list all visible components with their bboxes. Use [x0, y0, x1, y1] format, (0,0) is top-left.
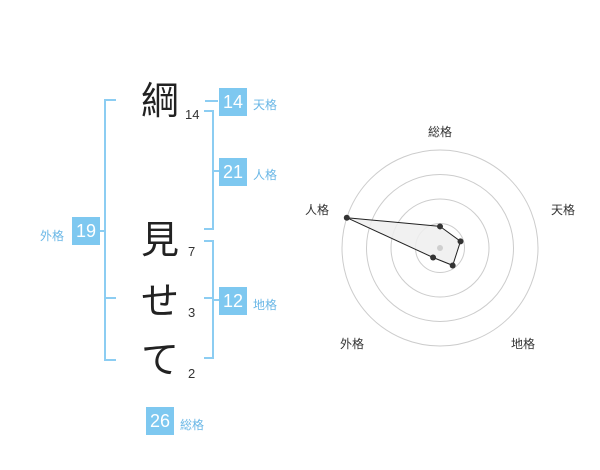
gaikaku-badge: 19 — [72, 217, 100, 245]
radar-ring — [366, 174, 514, 322]
radar-point-0 — [437, 223, 443, 230]
radar-polygon — [346, 217, 462, 267]
chikaku-label: 地格 — [253, 298, 278, 312]
stroke-count-2: 7 — [188, 244, 196, 259]
radar-point-1 — [457, 238, 464, 245]
stroke-count-3: 3 — [188, 305, 196, 320]
radar-point-2 — [449, 262, 456, 269]
radar-center-dot — [437, 245, 443, 251]
radar-axis-label-jinkaku: 人格 — [305, 203, 330, 217]
radar-ring — [390, 198, 490, 298]
stroke-count-4: 2 — [188, 366, 196, 381]
jinkaku-badge: 21 — [219, 158, 247, 186]
radar-point-3 — [430, 254, 437, 261]
stroke-count-1: 14 — [185, 107, 200, 122]
radar-axis-label-chikaku: 地格 — [511, 337, 536, 351]
name-char-1: 綱 — [140, 79, 179, 123]
name-char-4: て — [140, 338, 179, 382]
name-char-3: せ — [140, 279, 179, 323]
tenkaku-label: 天格 — [253, 98, 278, 112]
gaikaku-label: 外格 — [40, 229, 65, 243]
radar-axis-label-tenkaku: 天格 — [551, 203, 576, 217]
radar-point-4 — [343, 214, 350, 221]
soukaku-badge: 26 — [146, 407, 174, 435]
radar-axis-label-soukaku: 総格 — [428, 125, 453, 139]
radar-ring — [341, 149, 539, 347]
radar-axis-label-gaikaku: 外格 — [340, 337, 365, 351]
jinkaku-label: 人格 — [253, 168, 278, 182]
chikaku-badge: 12 — [219, 287, 247, 315]
name-char-2: 見 — [140, 218, 179, 262]
tenkaku-badge: 14 — [219, 88, 247, 116]
soukaku-label: 総格 — [180, 418, 205, 432]
